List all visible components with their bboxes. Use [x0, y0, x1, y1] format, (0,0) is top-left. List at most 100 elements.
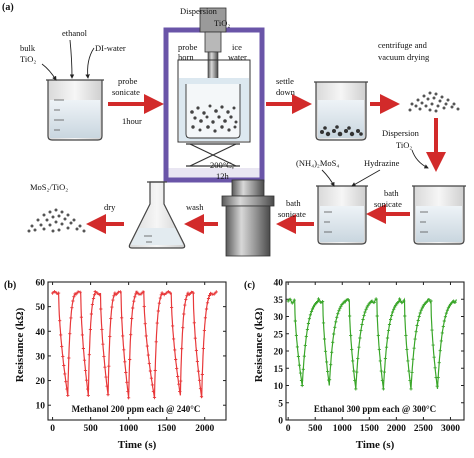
- label-bulk: bulk: [20, 43, 36, 53]
- chart-b-ylabel: Resistance (kΩ): [14, 307, 26, 382]
- data-point: [411, 357, 415, 361]
- panel-c-label: (c): [244, 280, 255, 291]
- data-point: [382, 370, 386, 374]
- x-tick-label: 1000: [333, 424, 352, 434]
- data-point: [402, 299, 406, 303]
- data-point: [203, 316, 207, 320]
- label-dry: dry: [104, 202, 116, 212]
- label-time: 12h: [216, 171, 230, 181]
- data-point: [425, 299, 429, 303]
- x-tick-label: 2000: [387, 424, 406, 434]
- data-point: [109, 316, 113, 320]
- data-point: [60, 344, 64, 348]
- data-point: [299, 378, 304, 383]
- data-point: [81, 346, 85, 351]
- data-point: [322, 337, 327, 341]
- chart-c-xlabel: Time (s): [356, 439, 395, 451]
- data-point: [53, 290, 57, 294]
- data-point: [326, 369, 330, 373]
- data-point: [316, 297, 321, 301]
- data-point: [435, 384, 439, 388]
- label-sonicate-right: sonicate: [374, 199, 402, 209]
- data-point: [145, 344, 149, 348]
- data-point: [166, 290, 170, 294]
- data-point: [353, 378, 357, 382]
- data-point: [442, 319, 446, 323]
- label-probe-horn-1: probe: [178, 42, 198, 52]
- data-point: [90, 302, 94, 306]
- label-1hour: 1hour: [122, 116, 142, 126]
- lab-jack: [186, 143, 240, 167]
- label-bulk-tio2: TiO₂: [20, 54, 36, 64]
- data-point: [304, 335, 308, 339]
- data-point: [432, 355, 436, 359]
- y-tick-label: 30: [274, 313, 284, 323]
- data-point: [92, 293, 97, 297]
- data-point: [121, 334, 125, 338]
- data-point: [141, 290, 145, 294]
- data-point: [132, 299, 136, 303]
- data-point: [332, 332, 336, 336]
- data-point: [198, 387, 203, 391]
- data-point: [82, 358, 87, 362]
- x-tick-label: 2500: [414, 424, 433, 434]
- data-point: [156, 309, 160, 313]
- data-point: [133, 295, 137, 299]
- data-point: [294, 334, 298, 338]
- data-point: [65, 387, 69, 391]
- x-tick-label: 1500: [360, 424, 379, 434]
- series-line: [52, 290, 217, 398]
- panel-a-label: (a): [2, 2, 14, 13]
- data-point: [61, 354, 65, 358]
- data-point: [63, 372, 67, 376]
- data-point: [379, 369, 383, 373]
- data-point: [334, 320, 338, 324]
- data-point: [84, 378, 89, 382]
- data-point: [453, 300, 457, 304]
- data-point: [338, 306, 342, 310]
- data-point: [328, 378, 332, 382]
- data-point: [333, 325, 337, 329]
- label-dispersion-tio2: TiO₂: [214, 18, 230, 28]
- data-point: [93, 290, 97, 294]
- data-point: [372, 300, 376, 305]
- y-tick-label: 30: [36, 352, 46, 362]
- data-point: [151, 389, 155, 393]
- beaker-1: [46, 79, 104, 141]
- data-point: [336, 312, 340, 316]
- data-point: [297, 363, 301, 367]
- y-tick-label: 10: [36, 402, 46, 412]
- y-tick-label: 40: [274, 279, 284, 289]
- data-point: [429, 299, 433, 303]
- data-point: [124, 370, 128, 375]
- data-point: [157, 301, 161, 305]
- data-point: [298, 371, 303, 375]
- data-point: [414, 330, 418, 334]
- data-point: [148, 369, 152, 373]
- data-point: [302, 354, 306, 358]
- data-point: [383, 356, 387, 360]
- data-point: [386, 329, 391, 333]
- data-point: [194, 349, 198, 353]
- y-tick-label: 0: [278, 417, 283, 427]
- data-point: [306, 321, 310, 326]
- data-point: [184, 297, 188, 301]
- label-temp: 200°C,: [210, 160, 234, 170]
- data-point: [129, 333, 133, 337]
- data-point: [97, 293, 101, 297]
- data-point: [397, 300, 401, 304]
- data-point: [408, 378, 412, 382]
- data-point: [183, 303, 187, 307]
- data-point: [440, 331, 444, 335]
- autoclave: [221, 179, 275, 257]
- y-tick-label: 10: [274, 382, 284, 392]
- data-point: [357, 345, 361, 349]
- data-point: [362, 313, 366, 317]
- data-point: [344, 298, 348, 302]
- data-point: [292, 298, 296, 302]
- label-probe-horn-2: horn: [178, 52, 194, 62]
- data-point: [195, 359, 199, 363]
- data-point: [430, 328, 434, 332]
- data-point: [51, 291, 55, 295]
- y-tick-label: 5: [278, 399, 283, 409]
